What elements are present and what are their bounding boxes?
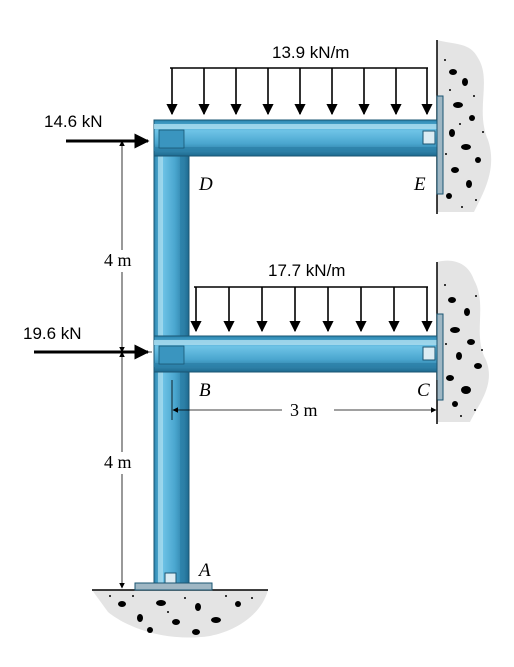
upper-point-load-label: 14.6 kN xyxy=(44,112,103,131)
upper-connection-bolt-icon xyxy=(422,130,436,145)
upper-distributed-load xyxy=(166,67,433,116)
point-d-label: D xyxy=(198,174,213,195)
lower-distributed-load-label: 17.7 kN/m xyxy=(268,261,345,280)
upper-beam xyxy=(153,95,444,195)
upper-wall xyxy=(436,40,492,214)
lower-beam xyxy=(153,313,444,401)
base-bolt-icon xyxy=(164,572,177,584)
lower-height-label: 4 m xyxy=(104,452,132,472)
point-c-label: C xyxy=(417,380,430,401)
upper-height-label: 4 m xyxy=(104,250,132,270)
height-dimension xyxy=(118,140,152,589)
point-b-label: B xyxy=(199,380,211,401)
lower-connection-bolt-icon xyxy=(422,346,436,361)
span-dimension xyxy=(171,380,438,420)
lower-point-load-label: 19.6 kN xyxy=(23,324,82,343)
span-label: 3 m xyxy=(290,400,318,420)
lower-wall xyxy=(436,260,489,424)
lower-distributed-load xyxy=(190,286,433,333)
point-a-label: A xyxy=(197,560,211,581)
upper-distributed-load-label: 13.9 kN/m xyxy=(272,43,349,62)
ground xyxy=(92,589,268,638)
point-e-label: E xyxy=(413,174,426,195)
